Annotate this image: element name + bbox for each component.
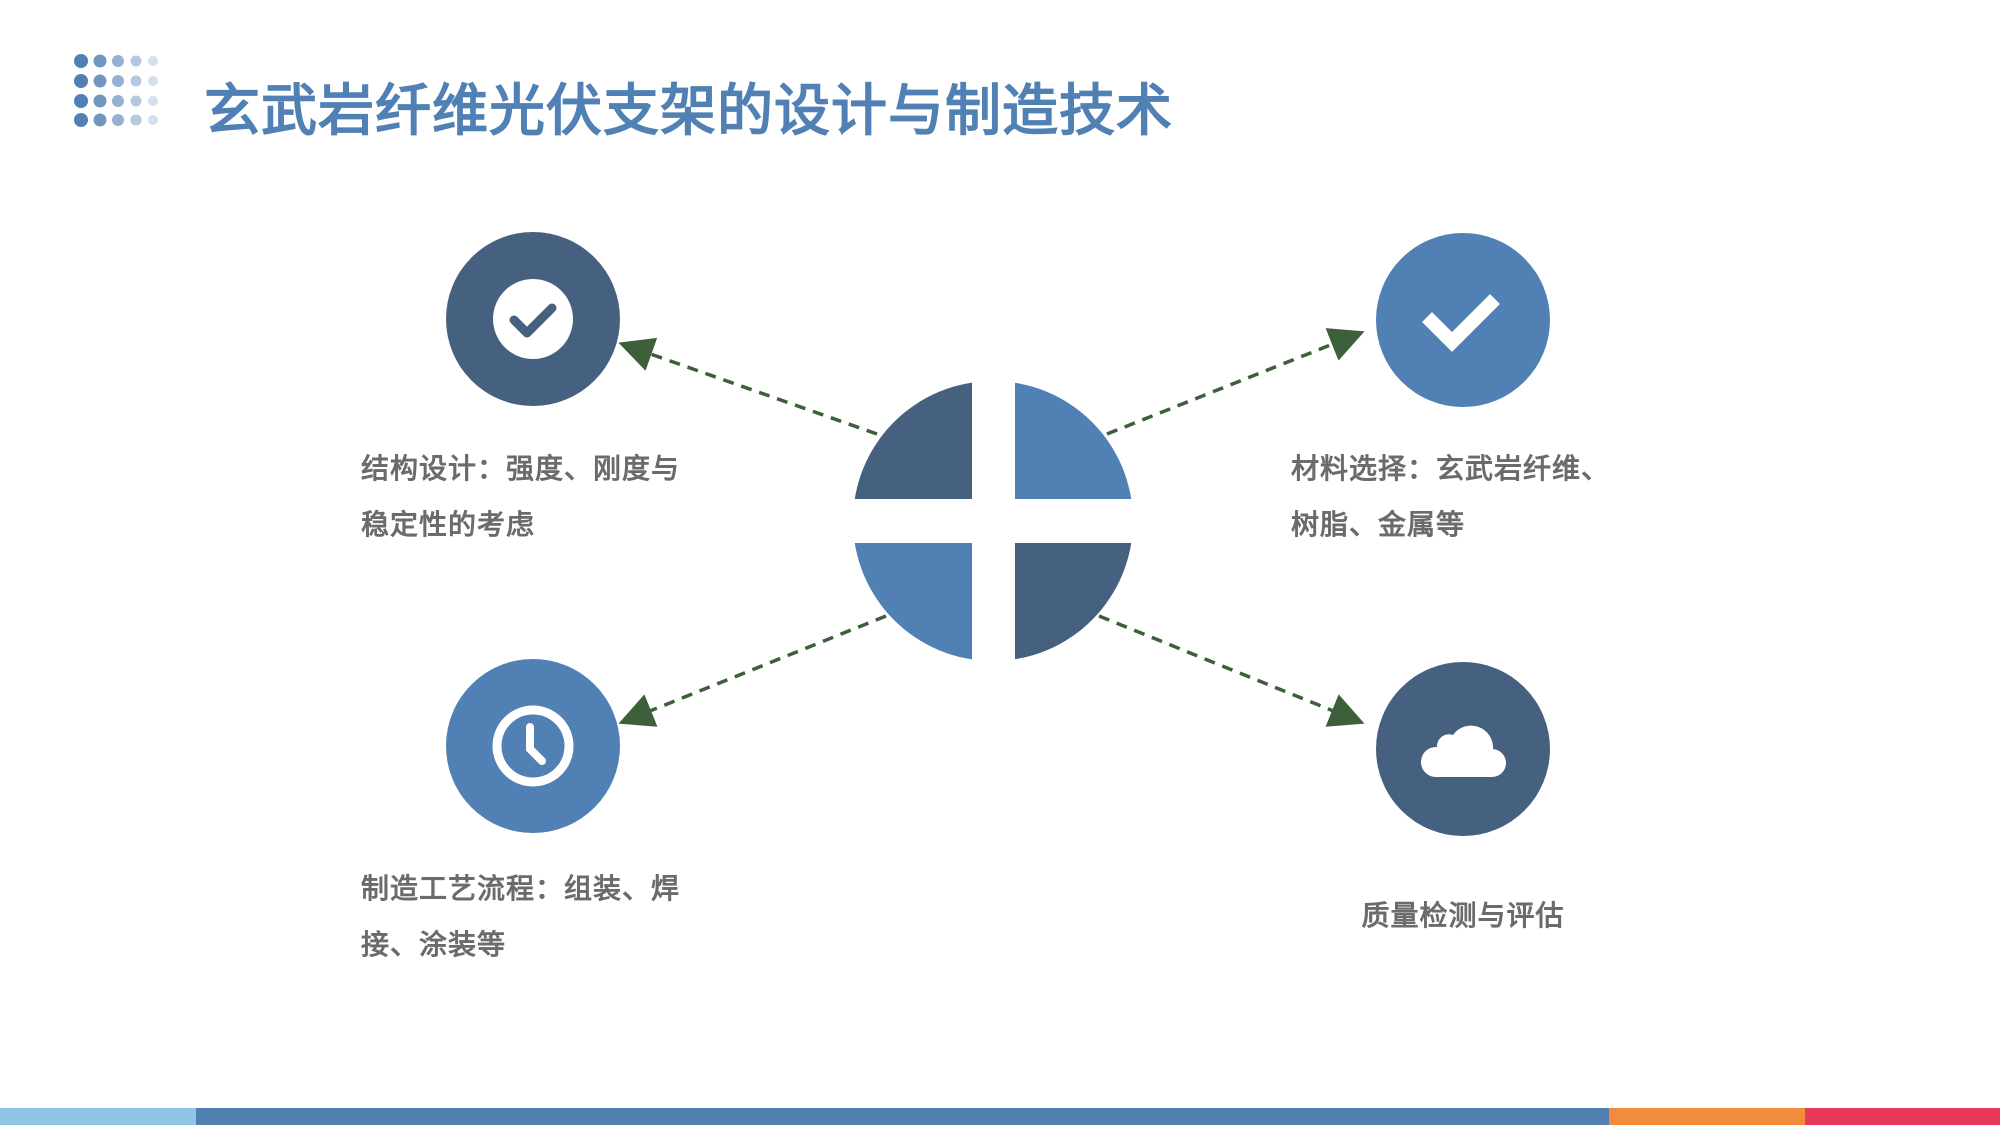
check-circle-icon: [493, 279, 573, 359]
arrow-bottom-right: [1098, 614, 1365, 727]
center-ring: [853, 381, 1133, 661]
quality-inspection-node: [1376, 662, 1550, 836]
label-line: 接、涂装等: [361, 928, 507, 961]
manufacturing-process-node: [446, 659, 620, 833]
label-line: 制造工艺流程：组装、焊: [361, 872, 681, 905]
label-line: 质量检测与评估: [1361, 899, 1565, 932]
material-selection-label: 材料选择：玄武岩纤维、 树脂、金属等: [1291, 441, 1610, 553]
dots-logo-icon: [74, 54, 158, 127]
arrow-top-left: [618, 337, 878, 436]
arrow-top-right: [1106, 328, 1365, 436]
manufacturing-process-label: 制造工艺流程：组装、焊 接、涂装等: [361, 861, 680, 973]
page-title: 玄武岩纤维光伏支架的设计与制造技术: [204, 79, 1173, 144]
material-selection-node: [1376, 233, 1550, 407]
label-line: 稳定性的考虑: [361, 508, 536, 541]
ring-segment-top-right: [1015, 381, 1133, 499]
footer-bar-red: [1805, 1108, 2000, 1125]
structure-design-node: [446, 232, 620, 406]
ring-segment-bottom-left: [853, 543, 972, 661]
footer-bar-blue: [196, 1108, 1609, 1125]
clock-icon: [492, 705, 574, 787]
ring-segment-top-left: [853, 381, 972, 499]
label-line: 树脂、金属等: [1291, 508, 1466, 541]
footer-bar-orange: [1609, 1108, 1805, 1125]
arrow-bottom-left: [618, 614, 887, 727]
structure-design-label: 结构设计：强度、刚度与 稳定性的考虑: [361, 441, 680, 553]
label-line: 结构设计：强度、刚度与: [361, 452, 681, 485]
footer-bar-light-blue: [0, 1108, 196, 1125]
checkmark-icon: [1422, 294, 1500, 352]
label-line: 材料选择：玄武岩纤维、: [1291, 452, 1611, 485]
ring-segment-bottom-right: [1015, 543, 1133, 661]
quality-inspection-label: 质量检测与评估: [1263, 888, 1663, 944]
cloud-icon: [1420, 725, 1507, 778]
